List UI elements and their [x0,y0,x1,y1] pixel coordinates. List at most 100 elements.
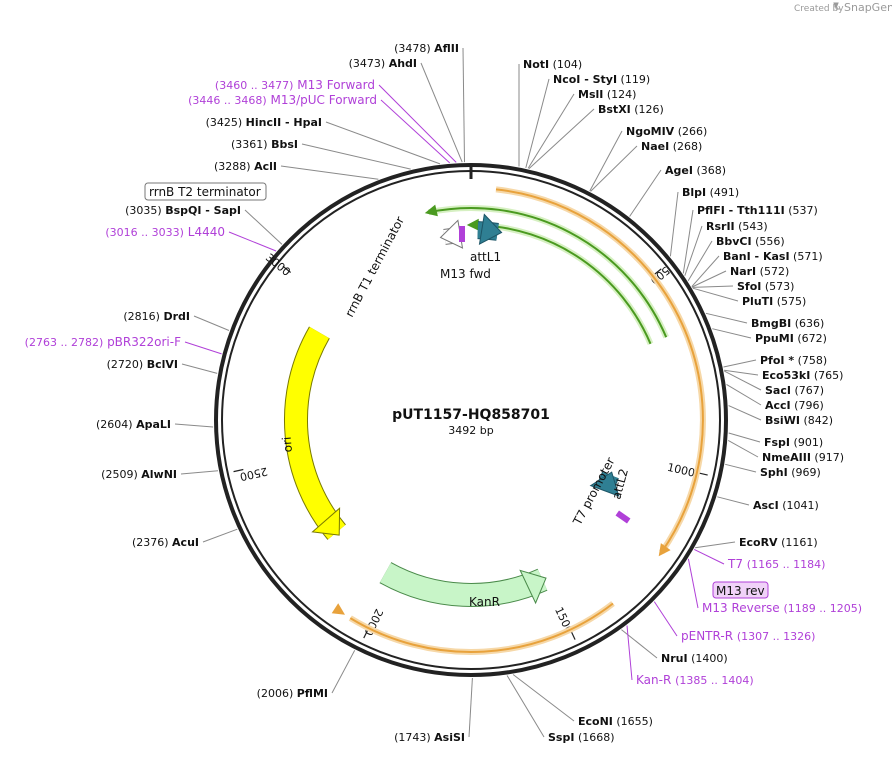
primer-site-label[interactable]: (3016 .. 3033) L4440 [105,225,225,239]
site-name: PfoI * [760,354,794,367]
restriction-site-label[interactable]: MslI (124) [578,88,636,101]
site-name: NarI [730,265,756,278]
restriction-site-label[interactable]: (2509) AlwNI [101,468,177,481]
m13-rev-label: M13 rev [716,584,765,598]
orange-feature-track [495,186,706,557]
restriction-site-label[interactable]: BsiWI (842) [765,414,833,427]
restriction-site-label[interactable]: AgeI (368) [665,164,726,177]
m13-fwd-label: M13 fwd [440,267,491,281]
site-leader-line [193,315,230,331]
restriction-site-label[interactable]: BanI - KasI (571) [723,250,823,263]
restriction-site-label[interactable]: NruI (1400) [661,652,728,665]
rrnb-t2-label: rrnB T2 terminator [149,185,261,199]
restriction-site-label[interactable]: BbvCI (556) [716,235,785,248]
restriction-site-label[interactable]: SfoI (573) [737,280,794,293]
site-name: AgeI [665,164,693,177]
site-position: (543) [738,220,768,233]
site-leader-line [512,674,575,722]
restriction-site-label[interactable]: EcoNI (1655) [578,715,653,728]
site-leader-line [528,108,595,169]
restriction-site-label[interactable]: BstXI (126) [598,103,664,116]
site-position: (1385 .. 1404) [675,674,754,687]
restriction-site-label[interactable]: AscI (1041) [753,499,819,512]
site-leader-line [244,209,283,245]
restriction-site-label[interactable]: FspI (901) [764,436,823,449]
restriction-site-label[interactable]: NgoMIV (266) [626,125,707,138]
primer-site-label[interactable]: M13 Reverse (1189 .. 1205) [702,601,862,615]
restriction-site-label[interactable]: (3288) AclI [214,160,277,173]
orange-lower-track [331,601,615,655]
site-position: (368) [696,164,726,177]
brand-text: SnapGene [844,1,892,14]
restriction-site-label[interactable]: (3425) HincII - HpaI [206,116,322,129]
attL1-label: attL1 [470,250,501,264]
restriction-site-label[interactable]: NaeI (268) [641,140,702,153]
restriction-site-label[interactable]: PfoI * (758) [760,354,827,367]
restriction-site-label[interactable]: (2006) PflMI [257,687,328,700]
restriction-site-label[interactable]: PluTI (575) [742,295,806,308]
site-position: (1400) [691,652,728,665]
site-name: EcoRV [739,536,778,549]
site-name: BanI - KasI [723,250,790,263]
site-position: (126) [634,103,664,116]
site-name: BmgBI [751,317,791,330]
site-position: (268) [673,140,703,153]
site-name: PluTI [742,295,773,308]
restriction-site-label[interactable]: PpuMI (672) [755,332,827,345]
site-name: pENTR-R [681,629,733,643]
site-leader-line [669,191,679,257]
site-position: (573) [765,280,795,293]
primer-site-label[interactable]: Kan-R (1385 .. 1404) [636,673,754,687]
restriction-site-label[interactable]: NotI (104) [523,58,582,71]
scale-tick [282,265,292,273]
restriction-site-label[interactable]: (1743) AsiSI [394,731,465,744]
site-leader-line [462,47,465,163]
restriction-site-label[interactable]: (2720) BclVI [107,358,178,371]
site-position: (2816) [123,310,160,323]
site-name: MslI [578,88,603,101]
site-position: (572) [760,265,790,278]
site-position: (758) [798,354,828,367]
site-name: BbvCI [716,235,752,248]
site-position: (1307 .. 1326) [737,630,816,643]
site-name: AclI [254,160,277,173]
primer-site-label[interactable]: (3460 .. 3477) M13 Forward [215,78,375,92]
restriction-site-label[interactable]: BmgBI (636) [751,317,824,330]
site-name: AsiSI [434,731,465,744]
site-name: AhdI [389,57,417,70]
restriction-site-label[interactable]: PflFI - Tth111I (537) [697,204,818,217]
restriction-site-label[interactable]: (2604) ApaLI [96,418,171,431]
restriction-site-label[interactable]: (3473) AhdI [349,57,417,70]
site-name: T7 [727,557,743,571]
site-leader-line [693,548,725,565]
site-position: (124) [607,88,637,101]
primer-site-label[interactable]: T7 (1165 .. 1184) [727,557,825,571]
restriction-site-label[interactable]: SspI (1668) [548,731,615,744]
restriction-site-label[interactable]: (3478) AflII [394,42,459,55]
site-name: BclVI [147,358,178,371]
restriction-site-label[interactable]: (3361) BbsI [231,138,298,151]
restriction-site-label[interactable]: SacI (767) [765,384,824,397]
restriction-site-label[interactable]: (2376) AcuI [132,536,199,549]
restriction-site-label[interactable]: NarI (572) [730,265,789,278]
rrnb-t1-arrow [439,219,464,249]
restriction-site-label[interactable]: EcoRV (1161) [739,536,818,549]
primer-site-label[interactable]: pENTR-R (1307 .. 1326) [681,629,815,643]
primer-site-label[interactable]: (3446 .. 3468) M13/pUC Forward [188,93,377,107]
site-leader-line [174,423,214,428]
restriction-site-label[interactable]: NmeAIII (917) [762,451,844,464]
restriction-site-label[interactable]: BlpI (491) [682,186,739,199]
site-leader-line [184,341,222,355]
restriction-site-label[interactable]: AccI (796) [765,399,824,412]
restriction-site-label[interactable]: (3035) BspQI - SapI [125,204,241,217]
restriction-site-label[interactable]: (2816) DrdI [123,310,190,323]
restriction-site-label[interactable]: SphI (969) [760,466,821,479]
site-position: (3478) [394,42,431,55]
restriction-site-label[interactable]: RsrII (543) [706,220,768,233]
site-name: SfoI [737,280,761,293]
site-leader-line [728,405,762,421]
restriction-site-label[interactable]: NcoI - StyI (119) [553,73,650,86]
site-position: (901) [794,436,824,449]
restriction-site-label[interactable]: Eco53kI (765) [762,369,843,382]
primer-site-label[interactable]: (2763 .. 2782) pBR322ori-F [25,335,181,349]
